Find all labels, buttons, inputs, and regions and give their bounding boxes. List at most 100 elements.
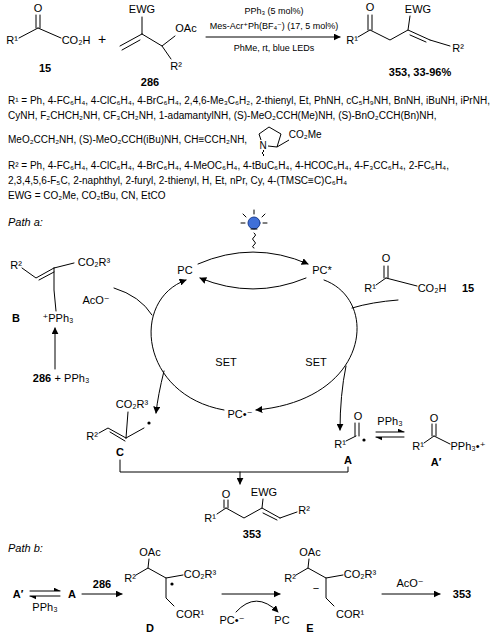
- catalytic-cycle: [352, 300, 398, 308]
- compound-number: 15: [39, 62, 51, 74]
- label-holder: OAc: [299, 546, 320, 558]
- label-holder: R¹: [346, 34, 358, 46]
- label-holder: 353: [453, 588, 471, 600]
- acyl-radical-bonds: [424, 424, 450, 444]
- radical-d-bonds: [136, 559, 183, 606]
- compound-number: 353, 33-96%: [389, 66, 451, 78]
- label-holder: AcO⁻: [82, 294, 109, 306]
- compound-number: C: [116, 446, 124, 458]
- label-holder: SET: [305, 356, 326, 368]
- atom-label: −: [313, 582, 319, 594]
- atom-label: R¹: [364, 282, 376, 294]
- keto-acid-bonds: [19, 15, 61, 38]
- atom-label: PPh₃: [32, 601, 57, 613]
- compound-number: 353: [243, 528, 261, 540]
- label-holder: CO₂Me: [289, 129, 322, 140]
- acyl-radical-bonds: [362, 438, 365, 441]
- keto-acid-bonds: [376, 266, 417, 286]
- label-holder: R¹: [6, 34, 18, 46]
- acyl-radical-bonds: [376, 432, 404, 433]
- atom-label: SET: [305, 356, 326, 368]
- label-holder: EWG: [251, 486, 277, 498]
- label-holder: R²: [10, 259, 22, 271]
- label-holder: CO₂H: [418, 282, 447, 294]
- reaction-arrow: [206, 37, 340, 38]
- atom-label: R¹: [204, 512, 216, 524]
- atom-label: O: [366, 1, 375, 13]
- atom-label: N: [260, 140, 267, 151]
- acyl-radical-bonds: [346, 423, 359, 441]
- path-b-arrows: [82, 594, 122, 595]
- label-holder: 353: [243, 528, 261, 540]
- compound-number: A: [344, 454, 352, 466]
- atom-label: PC•⁻: [220, 614, 245, 626]
- path-b-arrows: [30, 591, 440, 612]
- atom-label: CO₂R³: [344, 568, 376, 580]
- atom-label: OAc: [299, 546, 320, 558]
- label-holder: PC•⁻: [228, 408, 253, 420]
- substituent-line: R² = Ph, 4-FC₆H₄, 4-ClC₆H₄, 4-BrC₆H₄, 4-…: [8, 158, 490, 188]
- atom-label: PC: [274, 614, 289, 626]
- label-holder: O: [430, 412, 439, 424]
- coupling-bracket: [240, 472, 241, 484]
- compound-number: D: [146, 622, 154, 634]
- led-lamp: [241, 210, 267, 248]
- label-holder: EWG: [405, 3, 431, 15]
- label-holder: A′: [13, 588, 24, 600]
- compound-number: 15: [462, 282, 474, 294]
- compound-number: A′: [431, 456, 442, 468]
- atom-label: COR¹: [336, 608, 364, 620]
- substituent-text: R¹ = Ph, 4-FC₆H₄, 4-ClC₆H₄, 4-BrC₆H₄, 2,…: [8, 95, 490, 145]
- atom-label: AcO⁻: [82, 294, 109, 306]
- compound-number: 286: [93, 578, 111, 590]
- label-holder: CO₂R³: [78, 256, 110, 268]
- label-holder: CO₂H: [62, 34, 91, 46]
- atom-label: PPh₃: [377, 415, 402, 427]
- anion-e-bonds: [296, 559, 343, 606]
- catalytic-cycle: [114, 288, 152, 315]
- label-holder: O: [34, 2, 43, 14]
- reaction-conditions: PhMe, rt, blue LEDs: [234, 43, 315, 53]
- compound-number: A: [68, 588, 76, 600]
- atom-label: R²: [10, 259, 22, 271]
- acyl-radical-bonds: [376, 437, 404, 438]
- label-holder: COR¹: [176, 608, 204, 620]
- label-holder: PhMe, rt, blue LEDs: [234, 44, 315, 54]
- keto-acid-bonds: [376, 266, 417, 286]
- substituent-list: R¹ = Ph, 4-FC₆H₄, 4-ClC₆H₄, 4-BrC₆H₄, 2,…: [8, 93, 490, 203]
- label-holder: 286: [93, 578, 111, 590]
- radical-d-bonds: [170, 582, 173, 585]
- path-b-arrows: [30, 596, 60, 597]
- atom-label: ⁺PPh₃: [42, 312, 73, 324]
- path-b-arrows: [236, 601, 278, 612]
- atom-label: SET: [215, 356, 236, 368]
- atom-label: COR¹: [176, 608, 204, 620]
- phosphonium-bonds: [55, 328, 56, 369]
- label-holder: PC: [177, 264, 192, 276]
- label-holder: PPh₃: [32, 601, 57, 613]
- phosphonium-bonds: [22, 263, 74, 369]
- label-holder: +: [98, 32, 106, 47]
- label-holder: B: [12, 312, 20, 324]
- reaction-conditions: PPh₃ (5 mol%): [244, 6, 303, 16]
- atom-label: O: [354, 410, 363, 422]
- atom-label: PC*: [312, 264, 332, 276]
- atom-label: R¹: [6, 34, 18, 46]
- path-b-arrows: [222, 594, 280, 595]
- compound-number: 353: [453, 588, 471, 600]
- atom-label: EWG: [405, 3, 431, 15]
- path-b-arrows: [30, 591, 60, 592]
- label-holder: O: [366, 1, 375, 13]
- label-holder: Path b:: [8, 542, 43, 554]
- label-holder: R¹: [204, 512, 216, 524]
- compound-number: E: [306, 622, 313, 634]
- atom-label: R²: [86, 430, 98, 442]
- product-bonds: [217, 499, 297, 520]
- compound-number: A′: [13, 588, 24, 600]
- reaction-conditions: Mes-Acr⁺Ph(BF₄⁻) (17, 5 mol%): [210, 21, 339, 31]
- led-lamp: [248, 217, 260, 229]
- label-holder: Path a:: [8, 216, 43, 228]
- atom-label: CO₂Me: [289, 129, 322, 140]
- label-holder: O: [382, 252, 391, 264]
